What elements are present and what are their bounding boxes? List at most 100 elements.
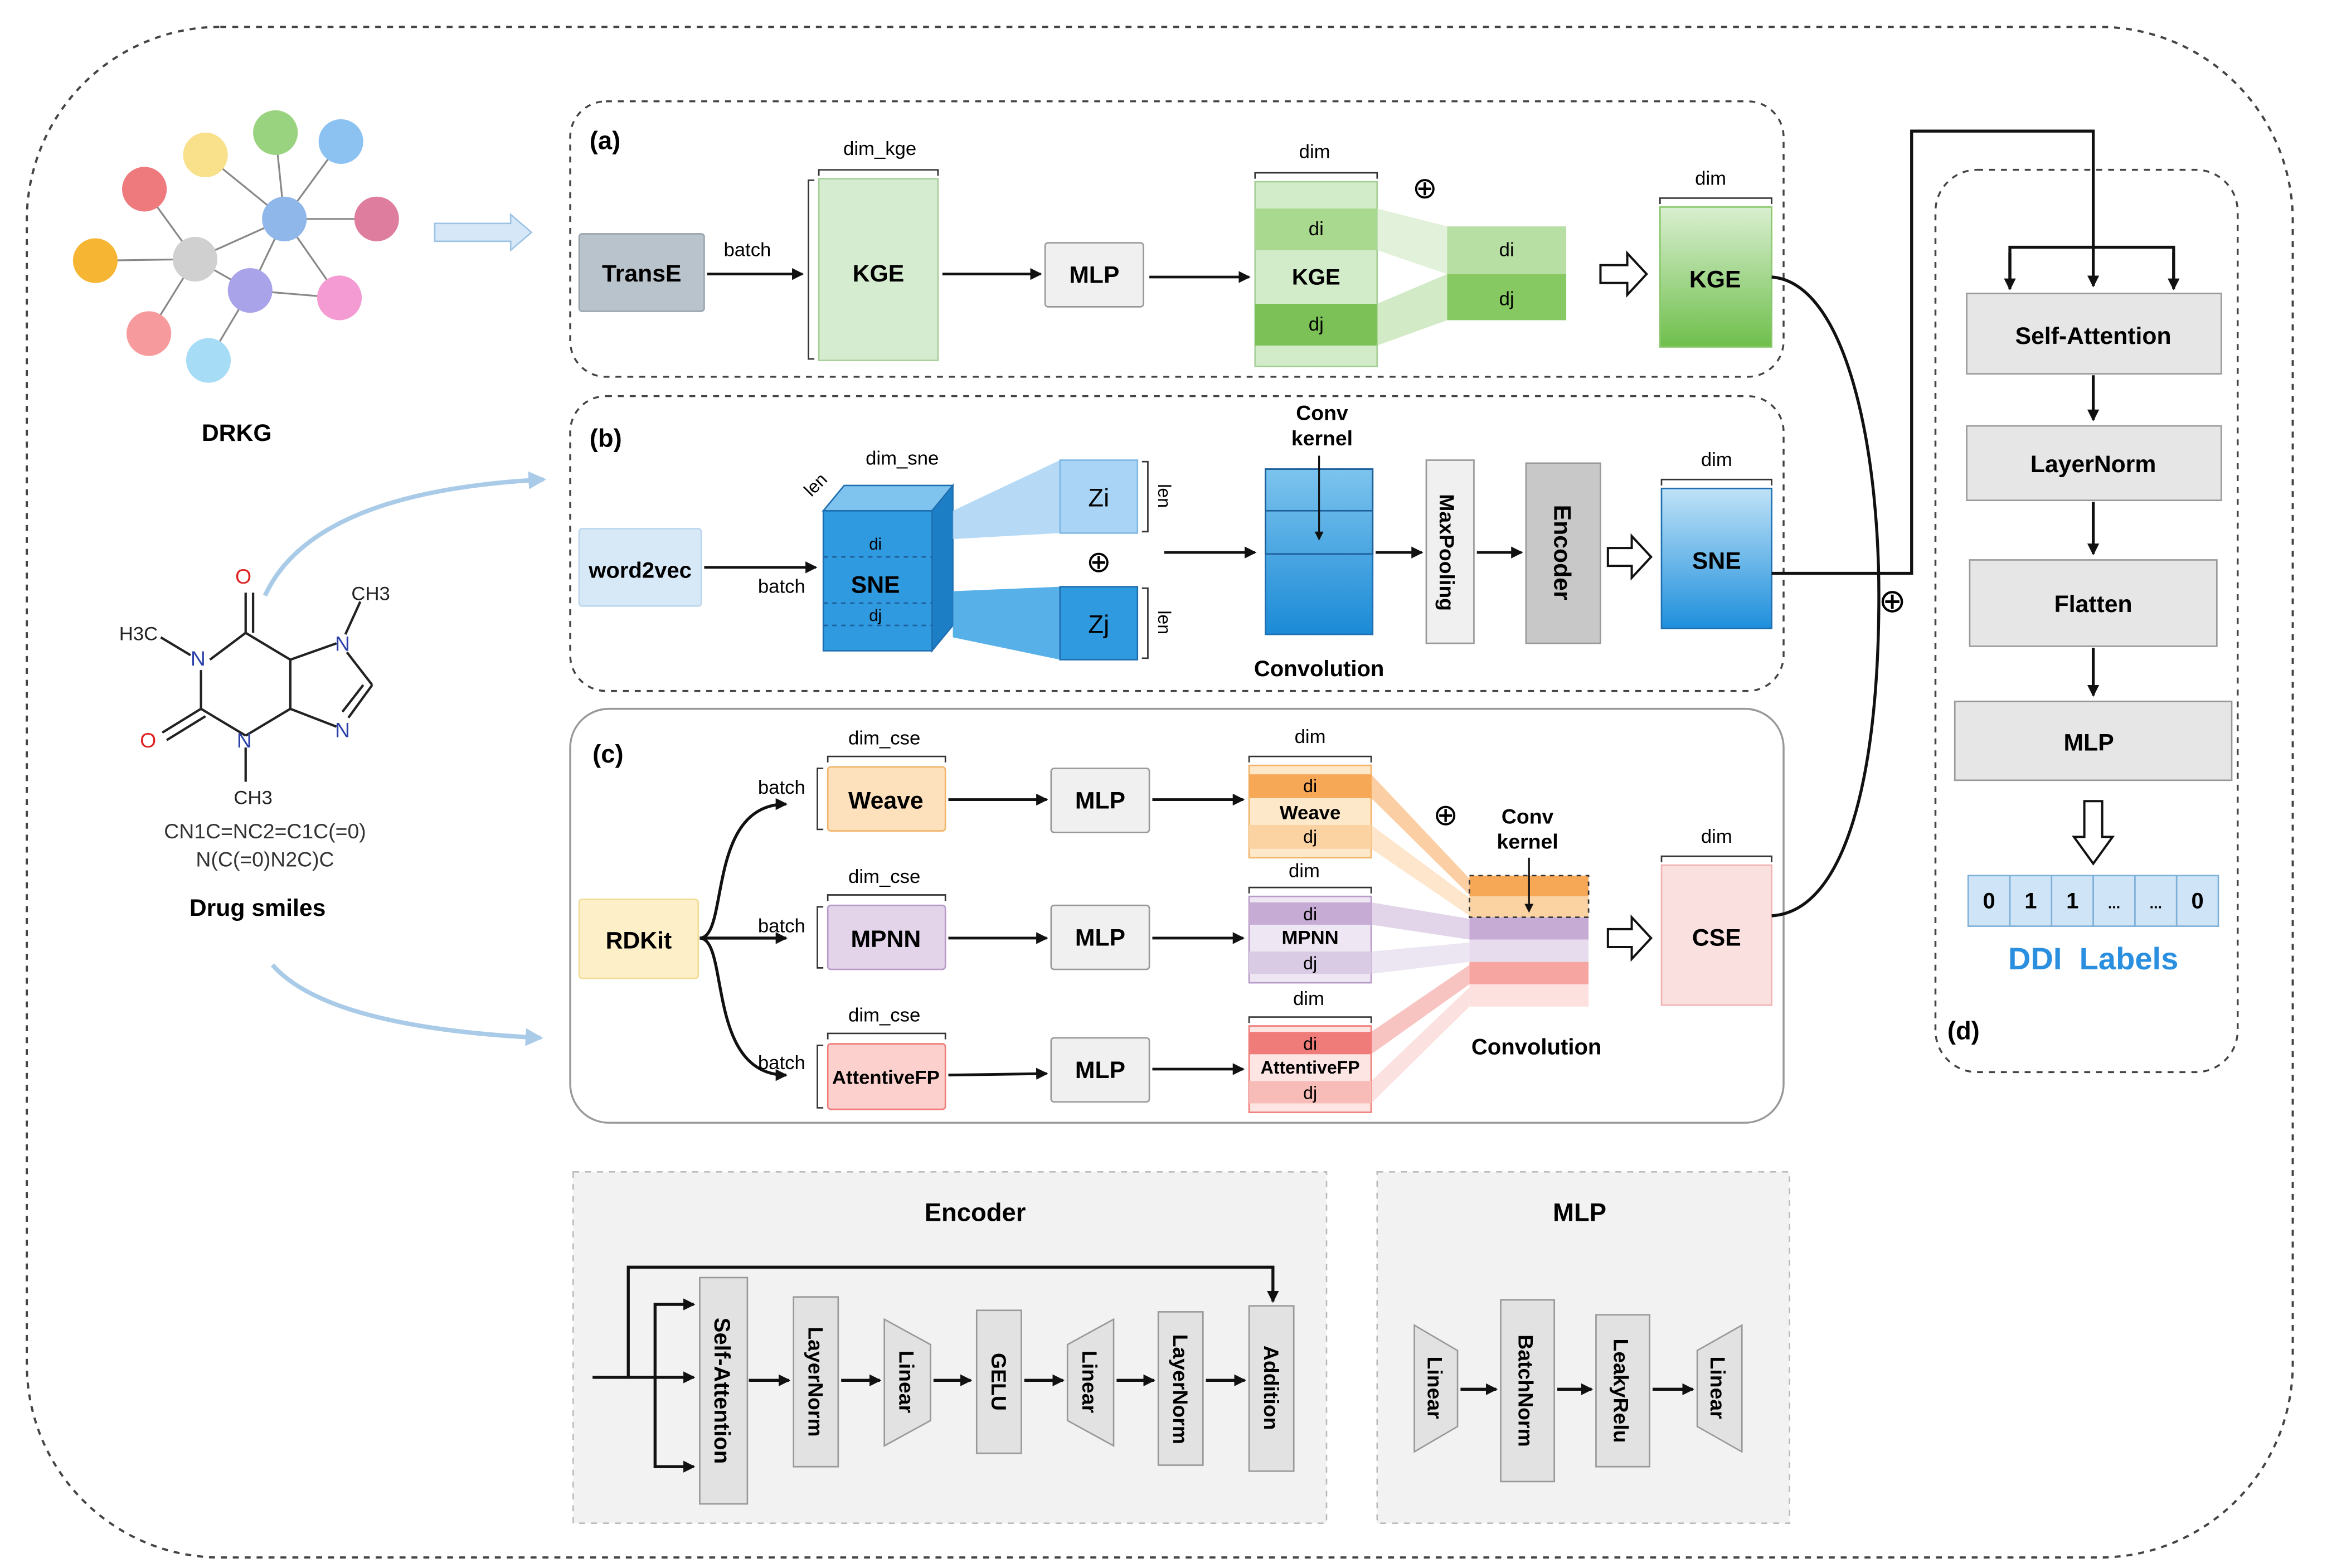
kge-stack-label: KGE xyxy=(1292,265,1340,289)
sne-output-box xyxy=(1660,487,1772,629)
attentivefp-stack-label: AttentiveFP xyxy=(1261,1057,1360,1077)
enc-linear-2-label: Linear xyxy=(1078,1351,1101,1413)
zj-label: Zj xyxy=(1088,610,1109,638)
len-zj: len xyxy=(1154,610,1174,634)
ddi-label-value: 1 xyxy=(2066,889,2078,914)
dim-kge-label: dim_kge xyxy=(843,138,916,159)
mlp-a-label: MLP xyxy=(1069,262,1119,289)
mlp-c3-label: MLP xyxy=(1075,1057,1125,1084)
mlp-c1-label: MLP xyxy=(1075,788,1125,814)
panel-d-tag: (d) xyxy=(1947,1017,1980,1045)
dim-c4: dim xyxy=(1701,826,1732,847)
ddi-label-value: ... xyxy=(2108,895,2120,912)
batch-c3: batch xyxy=(758,1052,805,1074)
attentivefp-di: di xyxy=(1303,1033,1317,1054)
dim-sne-label: dim_sne xyxy=(866,448,939,469)
sne-output-label: SNE xyxy=(1692,548,1741,575)
smiles-line-2: N(C(=0)N2C)C xyxy=(196,848,334,871)
ddi-label-value: 0 xyxy=(2191,889,2203,914)
enc-layernorm-1 xyxy=(793,1296,839,1468)
conv-kernel-c-2: kernel xyxy=(1497,830,1558,853)
self-attention-box xyxy=(1966,293,2222,375)
oplus-d: ⊕ xyxy=(1878,583,1906,619)
ddi-label-value: ... xyxy=(2150,895,2162,912)
attentivefp-box xyxy=(827,1043,946,1110)
kge-matrix-label: KGE xyxy=(853,260,905,287)
mlp-linear-1-label: Linear xyxy=(1424,1357,1447,1419)
mlp-batchnorm-label: BatchNorm xyxy=(1514,1334,1538,1446)
weave-di: di xyxy=(1303,776,1317,796)
cse-output-label: CSE xyxy=(1692,924,1741,951)
batch-c1: batch xyxy=(758,777,805,798)
flatten-label: Flatten xyxy=(2054,591,2132,618)
mlp-linear-1 xyxy=(1413,1324,1459,1453)
mpnn-label: MPNN xyxy=(851,926,921,953)
conv-kernel-b-2: kernel xyxy=(1291,426,1353,450)
dim-cse-2: dim_cse xyxy=(848,866,920,887)
atom-o-top: O xyxy=(235,565,251,588)
weave-dj: dj xyxy=(1303,827,1317,847)
enc-linear-1-label: Linear xyxy=(895,1351,918,1413)
dim-cse-3: dim_cse xyxy=(848,1005,920,1026)
dim-b-label: dim xyxy=(1701,449,1732,470)
len-zi: len xyxy=(1154,484,1174,508)
mlp-leakyrelu xyxy=(1595,1314,1650,1468)
attentivefp-label: AttentiveFP xyxy=(832,1067,940,1089)
panel-b-tag: (b) xyxy=(590,424,622,452)
dim-c3: dim xyxy=(1293,988,1324,1009)
atom-n4: N xyxy=(335,718,350,741)
convolution-b-label: Convolution xyxy=(1254,657,1384,681)
weave-label: Weave xyxy=(848,788,924,814)
atom-n1: N xyxy=(191,647,206,670)
enc-layernorm-1-label: LayerNorm xyxy=(804,1327,827,1436)
enc-addition xyxy=(1248,1305,1295,1472)
drug-to-c-arrow xyxy=(270,963,543,1046)
mlp-c2-box xyxy=(1050,904,1150,970)
kge-connector xyxy=(1771,275,1881,918)
attentivefp-dj: dj xyxy=(1303,1082,1317,1103)
hollow-arrow-c xyxy=(1606,914,1653,962)
maxpooling-label: MaxPooling xyxy=(1435,494,1459,611)
oplus-a: ⊕ xyxy=(1412,172,1437,205)
drkg-arrow xyxy=(434,212,533,252)
oplus-b: ⊕ xyxy=(1086,546,1111,579)
kge-concat-di: di xyxy=(1499,240,1514,261)
word2vec-box xyxy=(578,528,702,607)
batch-c2: batch xyxy=(758,915,805,936)
cse-output-box xyxy=(1660,864,1772,1006)
weave-stack-label: Weave xyxy=(1280,802,1340,823)
kge-di: di xyxy=(1309,219,1324,240)
transe-label: TransE xyxy=(602,260,681,287)
atom-h3c: H3C xyxy=(119,624,158,645)
maxpooling-box xyxy=(1425,459,1475,644)
zj-box xyxy=(1059,586,1139,661)
sne-cube xyxy=(822,510,933,652)
enc-self-attention-label: Self-Attention xyxy=(710,1318,734,1464)
mpnn-box xyxy=(827,904,946,970)
flatten-box xyxy=(1969,559,2218,647)
enc-gelu xyxy=(975,1309,1022,1454)
zi-box xyxy=(1059,459,1139,534)
weave-box xyxy=(827,766,946,832)
encoder-b-label: Encoder xyxy=(1549,505,1576,600)
panel-c-frame xyxy=(569,707,1785,1124)
smiles-line-1: CN1C=NC2=C1C(=0) xyxy=(164,819,366,843)
kge-matrix xyxy=(818,178,939,361)
sne-cube-label: SNE xyxy=(851,571,900,598)
panel-c-tag: (c) xyxy=(592,740,623,768)
enc-layernorm-2 xyxy=(1157,1311,1204,1466)
atom-n3: N xyxy=(335,632,350,655)
dim-c2: dim xyxy=(1289,860,1320,881)
ddi-label-cell xyxy=(1967,875,2011,927)
drkg-graph xyxy=(72,110,399,383)
len-cube-label: len xyxy=(800,469,831,501)
self-attention-label: Self-Attention xyxy=(2015,323,2171,349)
panel-d-frame xyxy=(1934,168,2239,1074)
dim-a-label: dim xyxy=(1299,141,1330,162)
enc-self-attention xyxy=(699,1276,749,1505)
oplus-c: ⊕ xyxy=(1433,799,1458,832)
enc-linear-2 xyxy=(1066,1318,1115,1448)
mlp-c3-box xyxy=(1050,1037,1150,1103)
